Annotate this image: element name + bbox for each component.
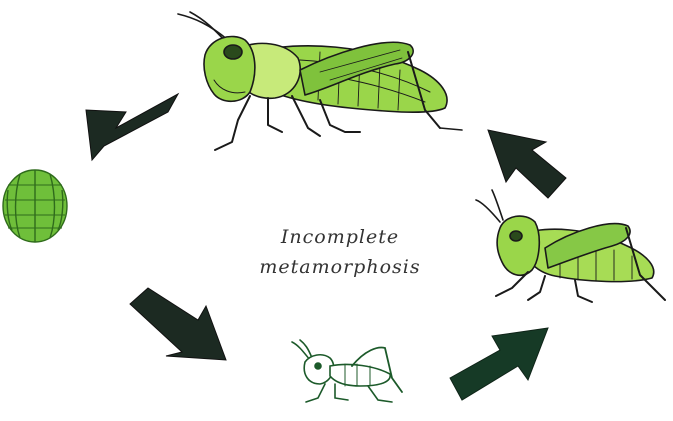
cycle-arrow-adult-to-egg [86, 94, 178, 160]
caption-line-2: metamorphosis [245, 252, 435, 282]
caption-line-1: Incomplete [245, 222, 435, 252]
egg-pod [3, 170, 67, 242]
diagram-caption: Incomplete metamorphosis [245, 222, 435, 282]
small-nymph [292, 340, 402, 402]
cycle-arrow-large-nymph-to-adult [488, 130, 566, 198]
cycle-arrow-nymph-to-large-nymph [450, 328, 548, 400]
cycle-arrow-egg-to-nymph [130, 288, 226, 360]
adult-grasshopper [178, 12, 462, 150]
large-nymph [476, 190, 665, 302]
